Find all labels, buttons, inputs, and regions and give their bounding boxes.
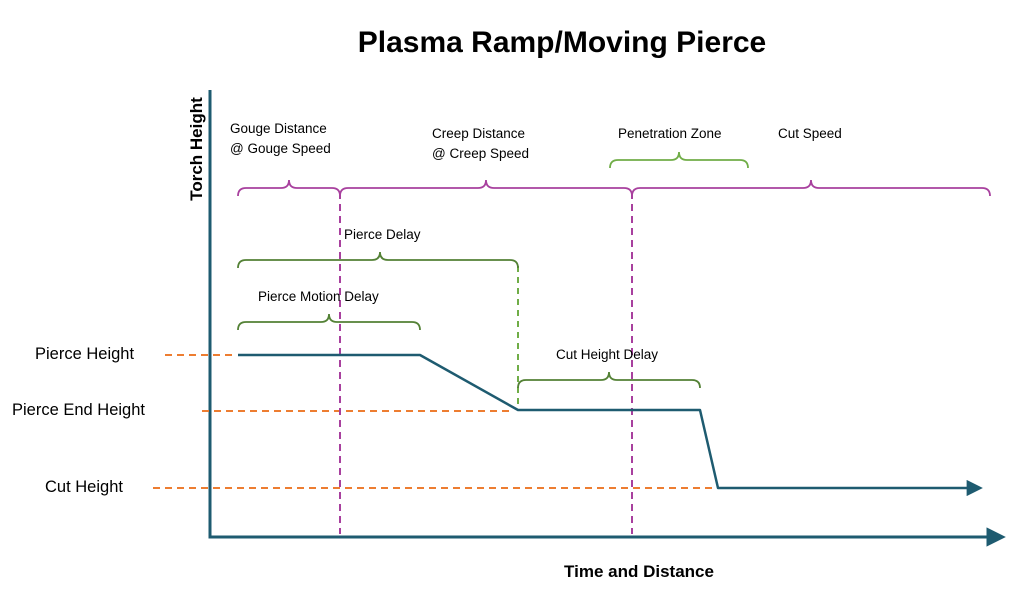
pierce-delay-label: Pierce Delay <box>344 227 421 242</box>
creep-distance-brace <box>339 179 633 197</box>
cut-height-delay-brace <box>517 371 701 389</box>
creep-distance-label: Creep Distance @ Creep Speed <box>432 126 530 161</box>
diagram-title: Plasma Ramp/Moving Pierce <box>357 26 767 59</box>
pierce-end-height-label: Pierce End Height <box>12 401 145 419</box>
pierce-motion-delay-brace <box>237 313 421 331</box>
gouge-distance-brace <box>237 179 341 197</box>
penetration-zone-label: Penetration Zone <box>618 126 722 141</box>
cut-height-label: Cut Height <box>45 478 123 496</box>
gouge-distance-label: Gouge Distance @ Gouge Speed <box>230 121 331 156</box>
pierce-delay-brace <box>237 251 519 269</box>
x-axis-label: Time and Distance <box>564 562 714 581</box>
cut-speed-brace <box>631 179 991 197</box>
pierce-motion-delay-label: Pierce Motion Delay <box>258 289 379 304</box>
pierce-height-label: Pierce Height <box>35 345 135 363</box>
torch-height-curve <box>238 353 983 497</box>
penetration-zone-brace <box>609 151 749 169</box>
cut-height-delay-label: Cut Height Delay <box>556 347 659 362</box>
cut-speed-label: Cut Speed <box>778 126 842 141</box>
y-axis-label: Torch Height <box>187 97 206 201</box>
